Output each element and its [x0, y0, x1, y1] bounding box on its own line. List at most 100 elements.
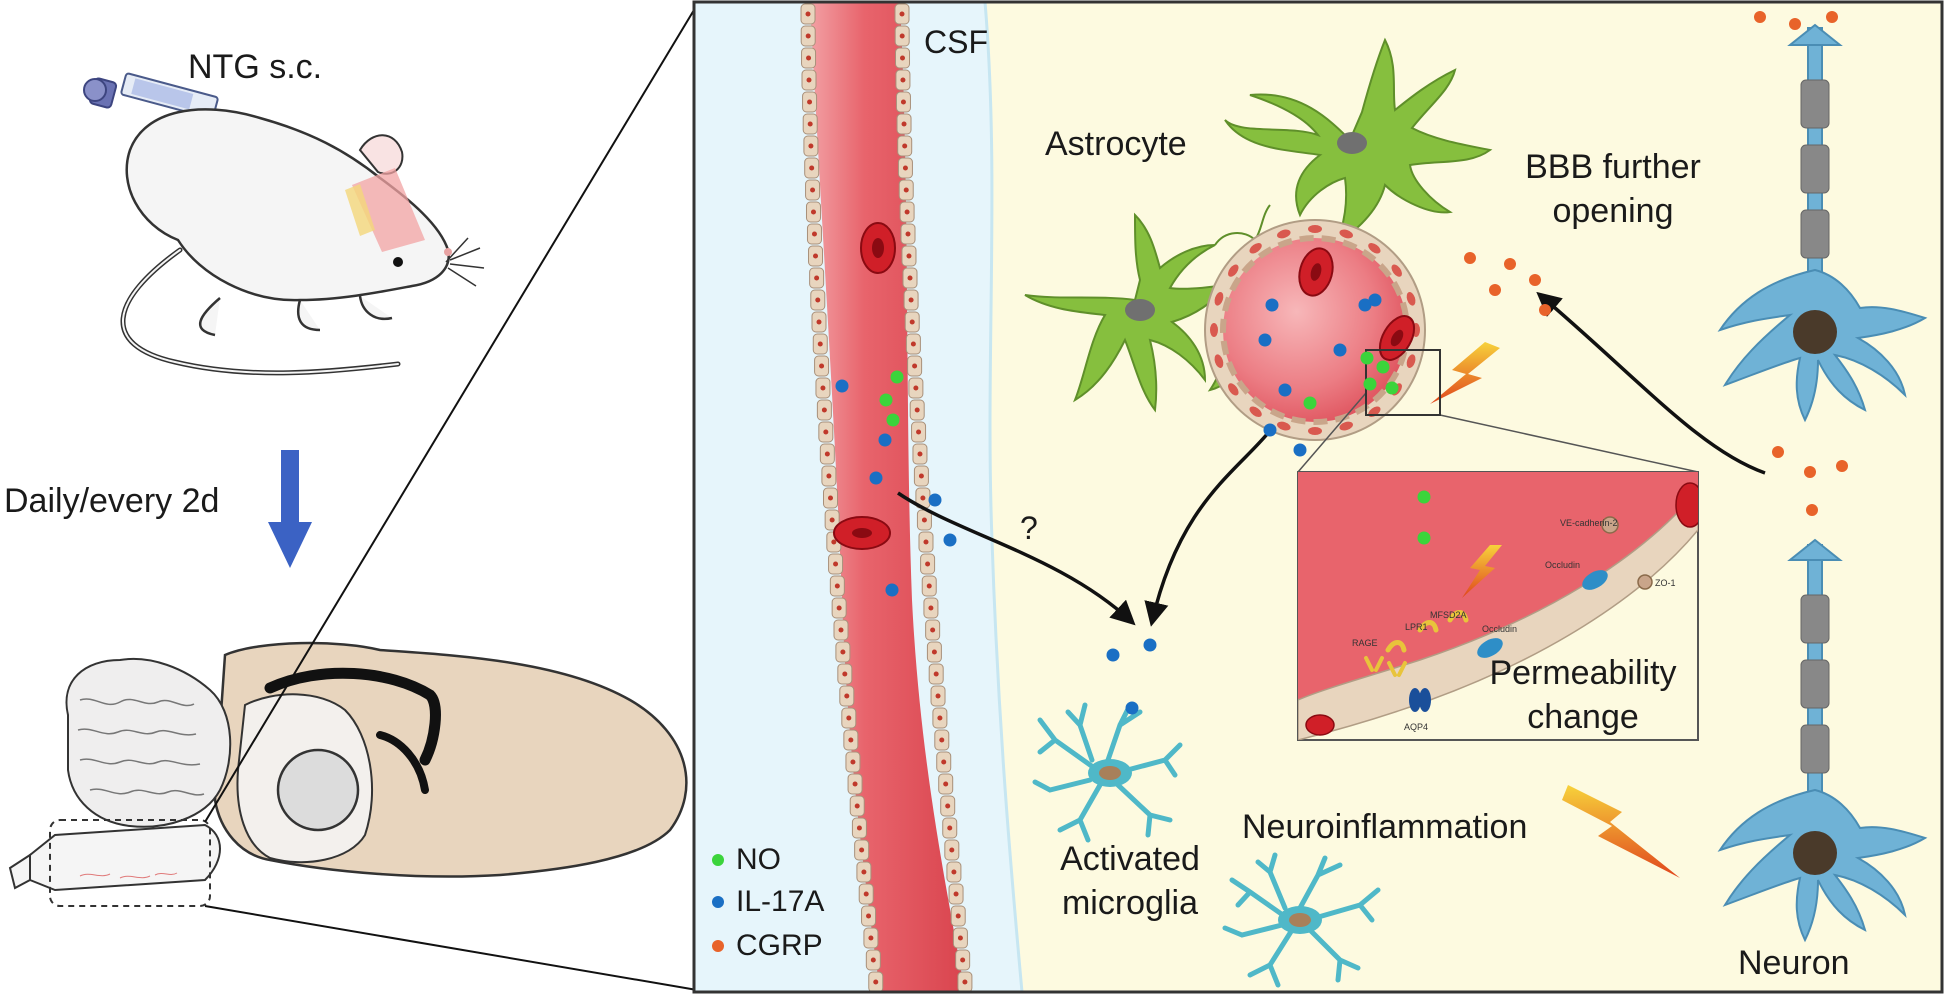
endothelial-nucleus — [945, 803, 951, 809]
microglia-activated-nucleus — [1099, 766, 1121, 780]
marker-mfsd2a: MFSD2A — [1430, 610, 1467, 620]
endothelial-nucleus — [859, 847, 865, 853]
astrocyte-upper-nucleus — [1337, 132, 1367, 154]
endothelial-nucleus — [928, 605, 934, 611]
endothelial-nucleus — [917, 451, 923, 457]
neuron-upper-nucleus — [1793, 310, 1837, 354]
marker-lpr1: LPR1 — [1405, 622, 1428, 632]
cgrp-dot — [1754, 11, 1766, 23]
il17a-dot — [835, 379, 849, 393]
legend-label-no: NO — [736, 843, 781, 876]
bbb-label-line1: BBB further — [1525, 148, 1701, 186]
cgrp-molecules — [1464, 11, 1848, 516]
microglia-resting-nucleus — [1289, 913, 1311, 927]
neuroinflammation-label: Neuroinflammation — [1242, 808, 1528, 846]
endothelial-nucleus — [873, 979, 879, 985]
endothelial-nucleus — [916, 429, 922, 435]
endothelial-nucleus — [951, 869, 957, 875]
endothelial-nucleus — [811, 231, 817, 237]
cgrp-dot — [1804, 466, 1816, 478]
endothelial-nucleus — [816, 319, 822, 325]
endothelial-nucleus — [806, 77, 812, 83]
endothelial-nucleus — [900, 77, 906, 83]
endothelial-nucleus — [856, 825, 862, 831]
endothelial-nucleus — [906, 253, 912, 259]
il17a-dot — [1358, 298, 1372, 312]
marker-rage: RAGE — [1352, 638, 1378, 648]
detail-panel-border — [692, 0, 1944, 994]
arrow-neuron-to-bbb — [1536, 291, 1766, 475]
neuron-lower-myelin — [1800, 594, 1830, 774]
microglia-label-line2: microglia — [1061, 884, 1199, 922]
permeability-label-line2: change — [1527, 698, 1639, 736]
endothelial-nucleus — [807, 99, 813, 105]
zoom-line-bottom — [204, 905, 698, 991]
arrow-crosssection-to-microglia — [1144, 425, 1275, 627]
legend-item-no: NO — [712, 843, 781, 877]
endothelial-nucleus — [957, 935, 963, 941]
endothelial-nucleus — [900, 55, 906, 61]
endothelial-nucleus — [823, 429, 829, 435]
endothelial-nucleus — [921, 517, 927, 523]
no-dot — [879, 393, 893, 407]
no-dot — [1376, 360, 1390, 374]
legend-swatch-cgrp — [712, 940, 724, 952]
endothelial-nucleus — [805, 33, 811, 39]
il17a-dot — [878, 433, 892, 447]
inset-zoom-line-right — [1439, 414, 1699, 473]
endothelial-nucleus — [861, 869, 867, 875]
endothelial-nucleus — [866, 913, 872, 919]
cgrp-dot — [1772, 446, 1784, 458]
endothelial-nucleus — [863, 891, 869, 897]
astrocyte-label: Astrocyte — [1045, 125, 1187, 163]
permeability-inset — [1297, 471, 1699, 741]
endothelial-nucleus — [807, 121, 813, 127]
endothelial-nucleus — [904, 209, 910, 215]
il17a-dot — [943, 533, 957, 547]
endothelial-nucleus — [854, 803, 860, 809]
endothelial-nucleus — [912, 363, 918, 369]
endothelial-nucleus — [834, 583, 840, 589]
legend-item-il17a: IL-17A — [712, 885, 824, 919]
il17a-dot — [1368, 293, 1382, 307]
injection-label: NTG s.c. — [188, 48, 323, 86]
endothelial-nucleus — [870, 957, 876, 963]
endothelial-nucleus — [914, 407, 920, 413]
endothelial-nucleus — [903, 187, 909, 193]
endothelial-nucleus — [935, 693, 941, 699]
endothelial-nucleus — [923, 539, 929, 545]
cgrp-dot — [1464, 252, 1476, 264]
il17a-dot — [1265, 298, 1279, 312]
red-blood-cells — [833, 222, 1416, 550]
no-molecules — [879, 351, 1431, 545]
endothelial-nucleus — [809, 165, 815, 171]
il17a-molecules — [835, 293, 1382, 715]
endothelial-nucleus — [820, 385, 826, 391]
endothelial-nucleus — [1214, 354, 1224, 368]
neuron-lower-nucleus — [1793, 831, 1837, 875]
endothelial-nucleus — [846, 715, 852, 721]
cgrp-dot — [1539, 304, 1551, 316]
endothelial-nucleus — [901, 121, 907, 127]
endothelial-nucleus — [908, 297, 914, 303]
no-dot — [1385, 381, 1399, 395]
endothelial-nucleus — [943, 781, 949, 787]
cgrp-dot — [1826, 11, 1838, 23]
no-dot — [886, 413, 900, 427]
endothelial-nucleus — [937, 715, 943, 721]
no-dot — [890, 370, 904, 384]
legend-swatch-no — [712, 854, 724, 866]
endothelial-nucleus — [813, 253, 819, 259]
endothelial-nucleus — [844, 693, 850, 699]
endothelial-nucleus — [930, 627, 936, 633]
endothelial-nucleus — [808, 143, 814, 149]
blood-vessel — [800, 2, 973, 992]
endothelial-nucleus — [840, 649, 846, 655]
microglia-activated — [1032, 702, 1183, 843]
endothelial-nucleus — [824, 451, 830, 457]
mouse-illustration — [120, 108, 485, 376]
inset-zoom-line-left — [1297, 392, 1367, 473]
endothelial-nucleus — [899, 33, 905, 39]
endothelial-nucleus — [815, 297, 821, 303]
